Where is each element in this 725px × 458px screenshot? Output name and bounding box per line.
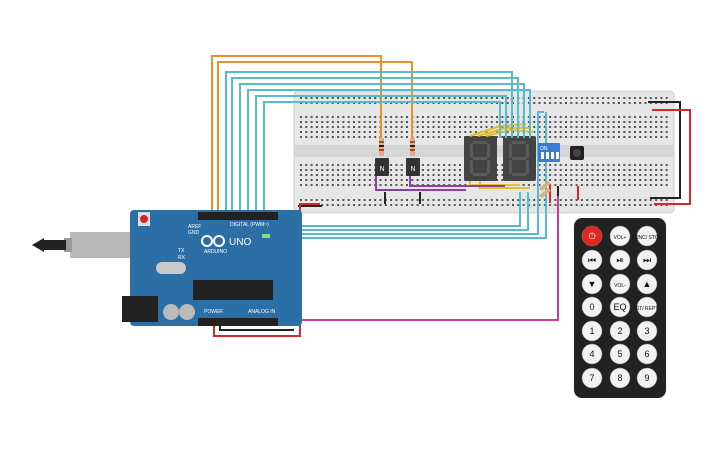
remote-button[interactable]: 4 <box>581 343 603 365</box>
remote-button[interactable]: ⏭ <box>636 249 658 271</box>
remote-button[interactable]: VOL+ <box>609 225 631 247</box>
remote-button[interactable]: 2 <box>609 320 631 342</box>
analog-label: ANALOG IN <box>248 309 276 315</box>
remote-button[interactable]: VOL- <box>609 273 631 295</box>
wire-pink-group <box>257 196 559 322</box>
remote-button[interactable]: 8 <box>609 367 631 389</box>
digital-label: DIGITAL (PWM~) <box>230 222 269 228</box>
remote-button[interactable]: 1 <box>581 320 603 342</box>
remote-button-label: 7 <box>589 373 594 383</box>
resistor-3[interactable] <box>539 180 551 192</box>
remote-button[interactable]: ST/ REPT <box>636 296 659 318</box>
usb-cable-icon <box>32 238 44 252</box>
remote-button-label: ▲ <box>643 279 652 289</box>
resistor-1[interactable] <box>379 138 384 156</box>
gnd-label: GND <box>188 230 200 236</box>
remote-button-label: 1 <box>589 326 594 336</box>
remote-button[interactable]: 5 <box>609 343 631 365</box>
remote-button-label: 5 <box>617 349 622 359</box>
seven-segment-display-right[interactable] <box>503 136 536 181</box>
capacitor <box>179 304 195 320</box>
ir-remote[interactable]: ⏻ VOL+ FUNC/ STOP ⏮ ⏯ ⏭ ▼ VOL- ▲ 0 EQ ST/ REPT 1 2 3 4 5… <box>574 218 666 398</box>
digital-header <box>198 212 278 220</box>
remote-button-label: ⏭ <box>643 255 651 265</box>
aref-label: AREF <box>188 224 201 230</box>
remote-button-label: 0 <box>589 302 594 312</box>
remote-button[interactable]: ⏮ <box>581 249 603 271</box>
remote-button-label: 2 <box>617 326 622 336</box>
atmega-chip <box>193 280 273 300</box>
remote-button-label: VOL+ <box>614 235 627 241</box>
remote-button-grid: ⏻ VOL+ FUNC/ STOP ⏮ ⏯ ⏭ ▼ VOL- ▲ 0 EQ ST/ REPT 1 2 3 4 5… <box>581 225 663 389</box>
arduino-logo-icon <box>201 235 225 247</box>
remote-button-label: VOL- <box>614 283 626 289</box>
power-analog-header <box>198 318 278 326</box>
remote-button[interactable]: ▲ <box>636 273 658 295</box>
remote-button[interactable]: EQ <box>609 296 631 318</box>
remote-button-label: ⏮ <box>588 255 596 265</box>
resistor-2[interactable] <box>410 138 415 156</box>
remote-button[interactable]: ⏯ <box>609 249 631 271</box>
usb-connector <box>70 232 130 258</box>
remote-button-label: ST/ REPT <box>636 306 659 312</box>
remote-button-label: 4 <box>589 349 594 359</box>
transistor-label: N <box>410 166 415 173</box>
ir-receiver[interactable] <box>570 146 584 160</box>
transistor-1[interactable]: N <box>375 158 389 176</box>
remote-button[interactable]: 7 <box>581 367 603 389</box>
rx-label: RX <box>178 255 186 261</box>
remote-button[interactable]: ▼ <box>581 273 603 295</box>
remote-button[interactable]: 6 <box>636 343 658 365</box>
power-label: POWER <box>204 309 223 315</box>
remote-button-label: EQ <box>613 302 626 312</box>
breadboard-holes <box>300 97 668 206</box>
remote-button-label: FUNC/ STOP <box>632 235 663 241</box>
remote-button[interactable]: 0 <box>581 296 603 318</box>
dip-switch[interactable]: ON <box>538 143 560 162</box>
tx-label: TX <box>178 248 185 254</box>
transistor-label: N <box>379 166 384 173</box>
remote-button-label: 8 <box>617 373 622 383</box>
seven-segment-display-left[interactable] <box>464 136 497 181</box>
led-on-indicator <box>262 234 270 238</box>
transistor-2[interactable]: N <box>406 158 420 176</box>
remote-button[interactable]: FUNC/ STOP <box>632 225 663 247</box>
capacitor <box>163 304 179 320</box>
remote-button[interactable]: ⏻ <box>581 225 603 247</box>
crystal <box>156 262 186 274</box>
wire-purple-group <box>375 176 505 191</box>
remote-button[interactable]: 9 <box>636 367 658 389</box>
brand-sub: ARDUINO <box>204 249 227 255</box>
remote-button-label: ⏻ <box>588 231 595 241</box>
brand-word: UNO <box>229 237 251 248</box>
remote-button-label: 9 <box>644 373 649 383</box>
wire-cyan-group <box>225 71 547 239</box>
resistor-4[interactable] <box>539 187 551 199</box>
remote-button-label: ▼ <box>588 279 597 289</box>
power-jack <box>122 296 158 322</box>
remote-button-label: 6 <box>644 349 649 359</box>
remote-button-label: ⏯ <box>616 255 623 265</box>
dip-switch-label: ON <box>540 146 548 152</box>
remote-button-label: 3 <box>644 326 649 336</box>
arduino-uno-board[interactable]: DIGITAL (PWM~) POWER ANALOG IN AREF GND … <box>32 210 302 326</box>
remote-button[interactable]: 3 <box>636 320 658 342</box>
